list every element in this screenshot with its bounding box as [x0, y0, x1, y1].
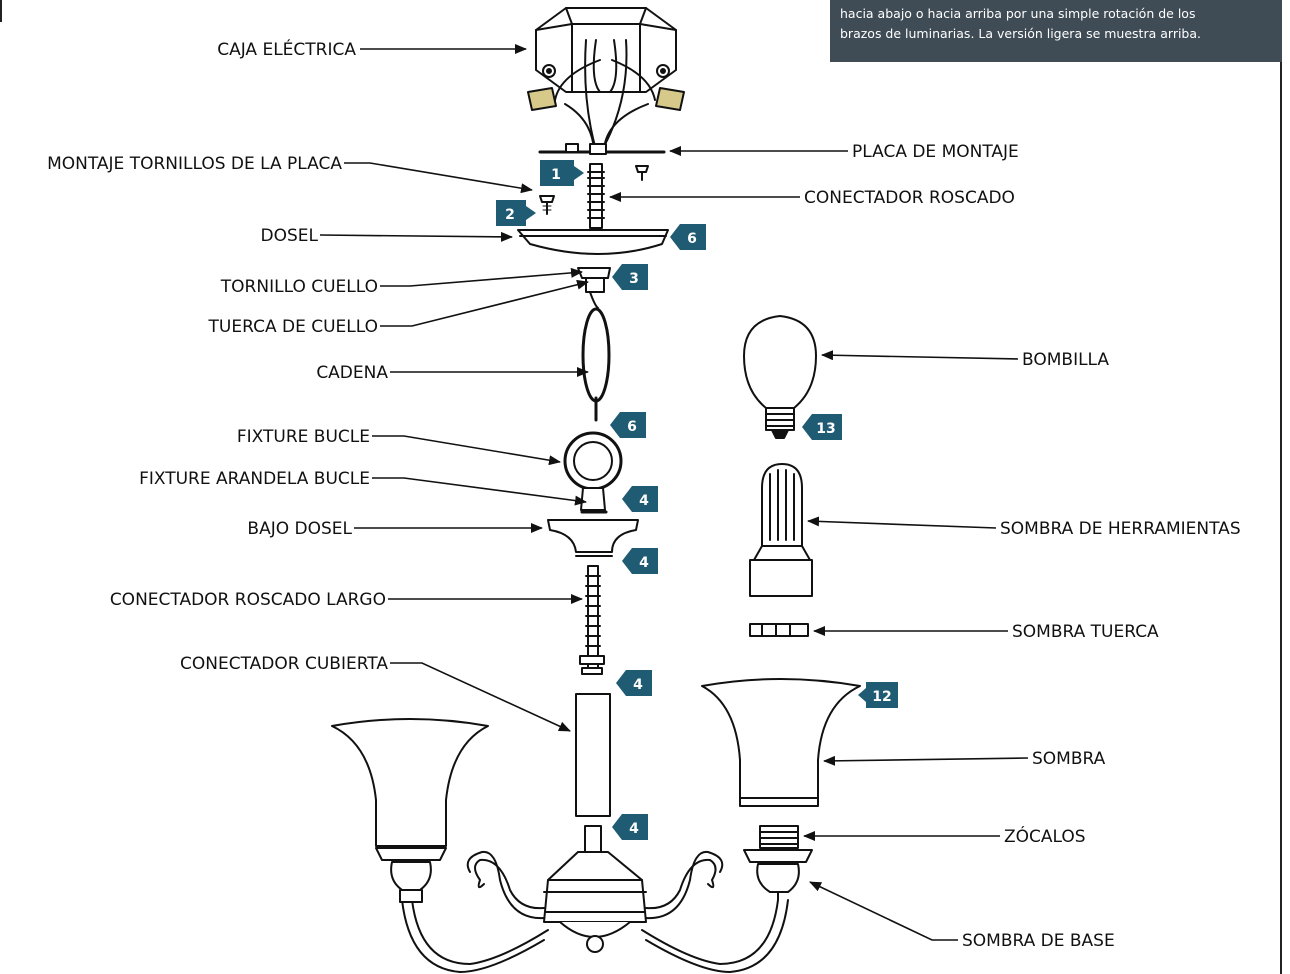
threaded-connector-drawing — [587, 163, 605, 229]
label-conectador-roscado: CONECTADOR ROSCADO — [804, 188, 1015, 208]
long-threaded-connector-drawing — [579, 565, 605, 675]
label-sombra-tuerca: SOMBRA TUERCA — [1012, 622, 1159, 642]
leader-bombilla — [821, 350, 1019, 361]
electrical-box-drawing — [527, 7, 685, 151]
fixture-loop-drawing — [563, 431, 623, 514]
label-tornillo-cuello: TORNILLO CUELLO — [220, 277, 378, 297]
note-line-2: brazos de luminarias. La versión ligera … — [840, 26, 1201, 41]
bulb-drawing — [743, 315, 817, 439]
leader-fixture-bucle — [372, 435, 561, 466]
right-shade-drawing — [701, 678, 861, 807]
label-cadena: CADENA — [316, 363, 388, 383]
fixture-body-drawing — [543, 825, 647, 953]
label-sombra-de-base: SOMBRA DE BASE — [962, 931, 1115, 951]
left-shade-drawing — [331, 718, 489, 903]
step-badge-12: 12 — [858, 682, 898, 708]
leader-montaje-tornillos — [344, 162, 533, 194]
step-badge-4d-text: 4 — [629, 821, 639, 837]
label-conectador-roscado-largo: CONECTADOR ROSCADO LARGO — [110, 590, 386, 610]
leader-dosel — [319, 231, 513, 242]
collar-and-chain-drawing — [577, 267, 611, 422]
step-badge-4b-text: 4 — [639, 555, 649, 571]
step-badge-2: 2 — [496, 200, 536, 226]
step-badge-4c-text: 4 — [633, 677, 643, 693]
leader-conectador-cubierta — [390, 662, 571, 732]
step-badge-2-text: 2 — [505, 207, 515, 223]
connector-cover-drawing — [575, 693, 611, 817]
step-badge-4d: 4 — [612, 814, 648, 840]
step-badge-12-text: 12 — [872, 689, 891, 705]
step-badge-3-text: 3 — [629, 271, 639, 287]
leader-sombra — [823, 755, 1029, 766]
leader-tuerca-de-cuello — [380, 279, 589, 327]
step-badge-4a: 4 — [622, 486, 658, 512]
step-badge-13-text: 13 — [816, 421, 835, 437]
label-placa-de-montaje: PLACA DE MONTAJE — [852, 142, 1019, 162]
plate-screw-drawing — [539, 195, 555, 215]
mounting-plate-drawing — [538, 143, 666, 181]
step-badge-4b: 4 — [622, 548, 658, 574]
label-dosel: DOSEL — [261, 226, 319, 246]
right-edge-rule — [1280, 0, 1282, 974]
label-montaje-tornillos: MONTAJE TORNILLOS DE LA PLACA — [47, 154, 342, 174]
shade-tool-drawing — [749, 463, 813, 597]
step-badge-4c: 4 — [616, 670, 652, 696]
label-tuerca-de-cuello: TUERCA DE CUELLO — [208, 317, 378, 337]
note-line-1: hacia abajo o hacia arriba por una simpl… — [840, 6, 1196, 21]
step-badge-6a: 6 — [670, 224, 706, 250]
left-edge-rule — [0, 0, 2, 22]
step-badge-6a-text: 6 — [687, 231, 697, 247]
label-bombilla: BOMBILLA — [1022, 350, 1109, 370]
note-box: hacia abajo o hacia arriba por una simpl… — [830, 0, 1282, 62]
label-sombra: SOMBRA — [1032, 749, 1106, 769]
leader-sombra-de-base — [809, 881, 958, 941]
fixture-arms-drawing — [401, 850, 789, 973]
leader-fixture-arandela — [372, 477, 587, 506]
leader-tornillo-cuello — [380, 267, 583, 287]
step-badge-4a-text: 4 — [639, 493, 649, 509]
socket-drawing — [743, 825, 813, 893]
step-badge-1: 1 — [540, 160, 584, 186]
leader-sombra-de-herramientas — [807, 516, 997, 529]
label-fixture-arandela-bucle: FIXTURE ARANDELA BUCLE — [139, 469, 370, 489]
under-canopy-drawing — [547, 519, 639, 557]
canopy-drawing — [517, 229, 669, 255]
shade-nut-drawing — [749, 623, 809, 637]
label-caja-electrica: CAJA ELÉCTRICA — [217, 38, 356, 60]
step-badge-6b: 6 — [610, 412, 646, 438]
step-badge-13: 13 — [802, 414, 842, 440]
label-bajo-dosel: BAJO DOSEL — [247, 519, 352, 539]
step-badge-6b-text: 6 — [627, 419, 637, 435]
label-sombra-de-herramientas: SOMBRA DE HERRAMIENTAS — [1000, 519, 1241, 539]
label-zocalos: ZÓCALOS — [1004, 825, 1086, 847]
step-badge-1-text: 1 — [551, 167, 561, 183]
step-badge-3: 3 — [612, 264, 648, 290]
label-conectador-cubierta: CONECTADOR CUBIERTA — [180, 654, 388, 674]
label-fixture-bucle: FIXTURE BUCLE — [237, 427, 370, 447]
